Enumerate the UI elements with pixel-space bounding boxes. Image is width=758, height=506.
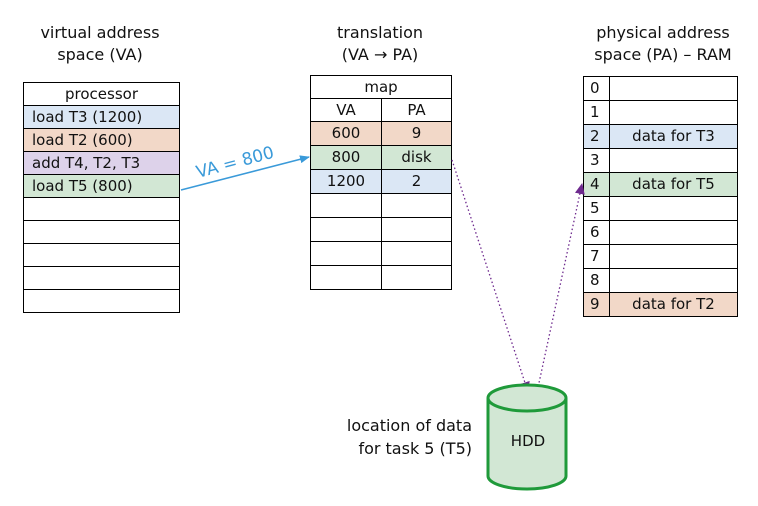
va-title-line2: space (VA) bbox=[57, 45, 143, 64]
map-row-va: 600 bbox=[310, 121, 382, 146]
va-title: virtual address space (VA) bbox=[20, 22, 180, 66]
pa-title-line2: space (PA) – RAM bbox=[594, 45, 732, 64]
hdd-note-line2: for task 5 (T5) bbox=[358, 439, 472, 458]
va-row: load T5 (800) bbox=[23, 174, 180, 198]
pa-title-line1: physical address bbox=[596, 23, 730, 42]
ram-cell: data for T2 bbox=[609, 292, 738, 317]
pa-title: physical address space (PA) – RAM bbox=[568, 22, 758, 66]
map-row-va bbox=[310, 241, 382, 266]
hdd-label: HDD bbox=[510, 432, 546, 450]
map-row-va bbox=[310, 265, 382, 290]
hdd-note: location of data for task 5 (T5) bbox=[320, 414, 472, 460]
va-to-map-arrow bbox=[180, 155, 310, 191]
translation-title-line2: (VA → PA) bbox=[341, 45, 419, 64]
translation-title: translation (VA → PA) bbox=[300, 22, 460, 66]
ram-cell: data for T5 bbox=[609, 172, 738, 197]
map-row-pa bbox=[381, 265, 452, 290]
map-row-pa bbox=[381, 217, 452, 242]
load-to-ram-arrow bbox=[533, 183, 585, 407]
map-row-va: 1200 bbox=[310, 169, 382, 194]
va-row: load T3 (1200) bbox=[23, 105, 180, 129]
disk-lookup-arrow bbox=[451, 159, 530, 393]
map-row-pa bbox=[381, 193, 452, 218]
hdd-note-line1: location of data bbox=[346, 416, 472, 435]
ram-cell bbox=[609, 244, 738, 269]
ram-cell bbox=[609, 76, 738, 101]
ram-cell bbox=[609, 268, 738, 293]
va-title-line1: virtual address bbox=[40, 23, 160, 42]
translation-title-line1: translation bbox=[336, 23, 424, 42]
va-row bbox=[23, 289, 180, 313]
hdd-icon bbox=[486, 383, 568, 491]
map-row-pa: 9 bbox=[381, 121, 452, 146]
map-row-va: 800 bbox=[310, 145, 382, 170]
